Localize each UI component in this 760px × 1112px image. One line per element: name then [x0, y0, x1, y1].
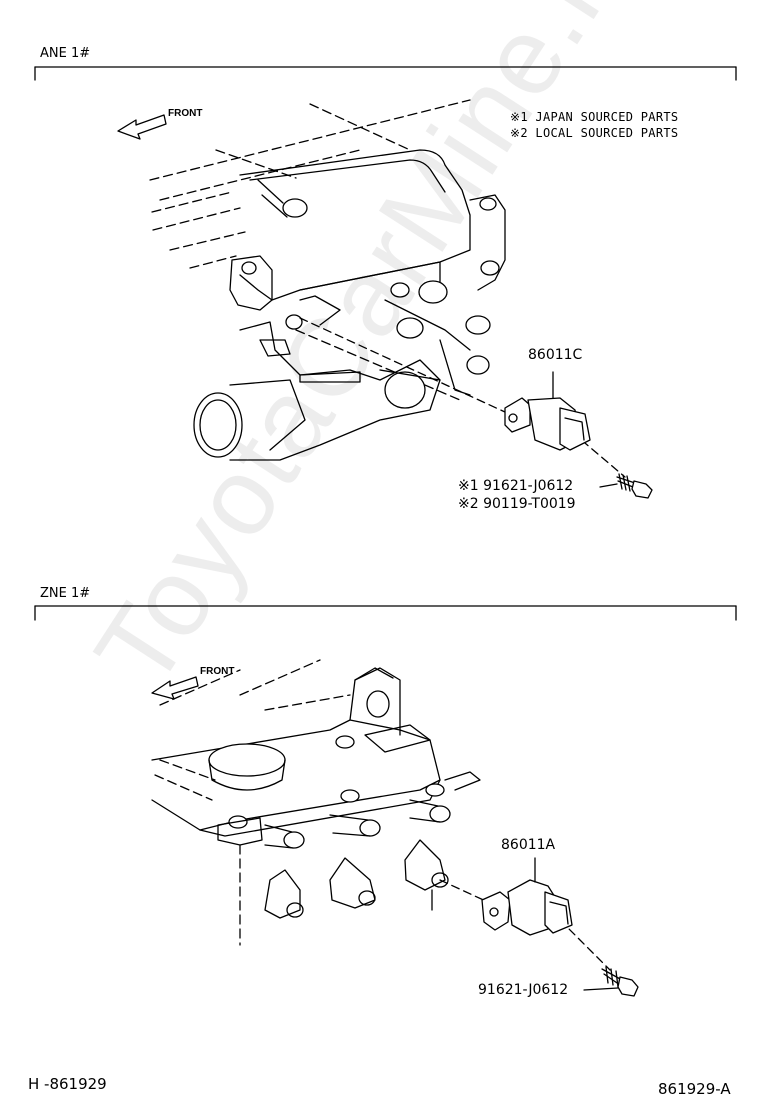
bottom-engine-head: [154, 659, 351, 946]
front-arrow-icon-bottom: [151, 676, 199, 700]
bottom-sensor-86011A: [481, 857, 573, 936]
bottom-section-frame: [34, 605, 737, 621]
bolt-part-row-2: ※2 90119-T0019: [458, 496, 576, 512]
legend-row-2: ※2 LOCAL SOURCED PARTS: [510, 126, 678, 140]
footer-diagram-id: H -861929: [28, 1075, 107, 1093]
bottom-sensor-leader: [439, 879, 611, 971]
bolt-part-number-2[interactable]: 90119-T0019: [483, 496, 576, 512]
bolt-mark-2: ※2: [458, 496, 479, 512]
part-number-86011A[interactable]: 86011A: [501, 837, 556, 853]
section-title-bottom: ZNE 1#: [40, 586, 91, 601]
legend-mark-2: ※2: [510, 126, 528, 140]
front-label-top: FRONT: [168, 108, 203, 119]
bottom-bolt-icon: [583, 966, 639, 997]
front-label-bottom: FRONT: [200, 666, 235, 677]
footer-figure-code: 861929-A: [658, 1080, 731, 1098]
bolt-part-row-1: ※1 91621-J0612: [458, 478, 573, 494]
bottom-engine-head-solid: [151, 667, 481, 919]
top-engine-head-solid: [193, 149, 506, 461]
top-bolt-icon: [599, 473, 653, 499]
top-sensor-86011C: [504, 371, 591, 451]
legend-text-2: LOCAL SOURCED PARTS: [535, 126, 679, 140]
bolt-mark-1: ※1: [458, 478, 479, 494]
legend-row-1: ※1 JAPAN SOURCED PARTS: [510, 110, 678, 124]
part-number-86011C[interactable]: 86011C: [528, 347, 583, 363]
section-title-top: ANE 1#: [40, 46, 91, 61]
front-arrow-icon-top: [117, 114, 167, 140]
bolt-part-number-bottom[interactable]: 91621-J0612: [478, 982, 569, 998]
legend-mark-1: ※1: [510, 110, 528, 124]
bolt-part-number-1[interactable]: 91621-J0612: [483, 478, 574, 494]
top-sensor-leader: [299, 317, 626, 478]
legend-text-1: JAPAN SOURCED PARTS: [535, 110, 679, 124]
top-engine-head: [149, 99, 471, 401]
top-section-frame: [34, 66, 737, 81]
